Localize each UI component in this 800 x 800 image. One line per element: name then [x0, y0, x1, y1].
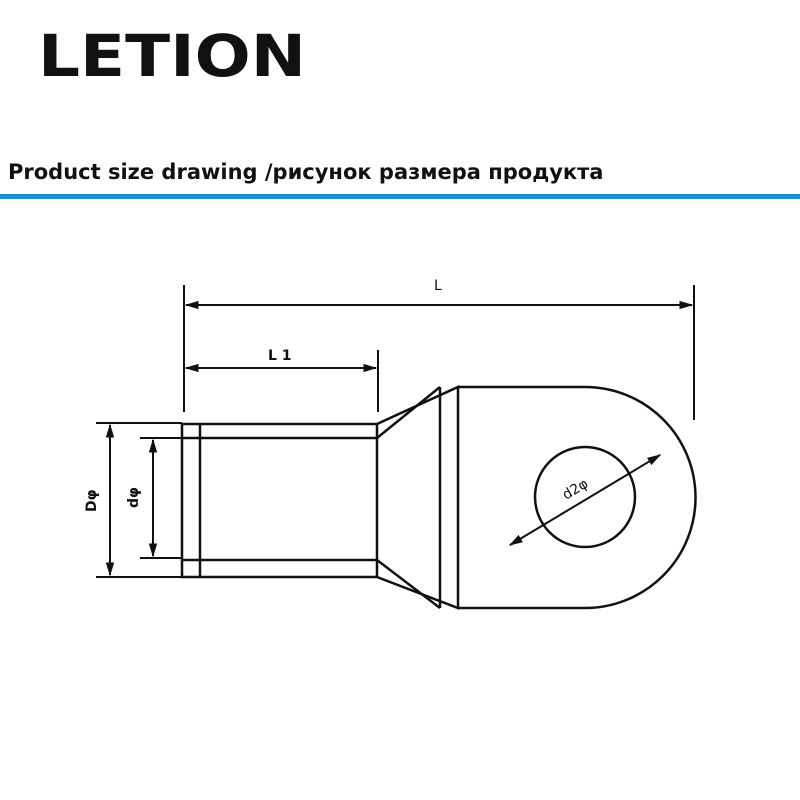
label-L: L — [434, 278, 442, 294]
label-L1: L 1 — [268, 348, 292, 364]
ring-hole — [533, 445, 637, 549]
brand-logo-text: LETION — [38, 22, 306, 88]
ring-tongue-outline — [458, 385, 697, 610]
label-d-inner: dφ — [126, 487, 142, 508]
chamfer-bottom — [376, 559, 441, 609]
dim-d2-line — [508, 454, 662, 546]
barrel-outline — [180, 385, 460, 610]
label-D-outer: Dφ — [84, 489, 100, 512]
title-divider — [0, 194, 800, 199]
brand-logo: LETION — [38, 22, 306, 88]
section-title: Product size drawing /рисунок размера пр… — [8, 160, 604, 184]
chamfer-top — [376, 386, 441, 439]
